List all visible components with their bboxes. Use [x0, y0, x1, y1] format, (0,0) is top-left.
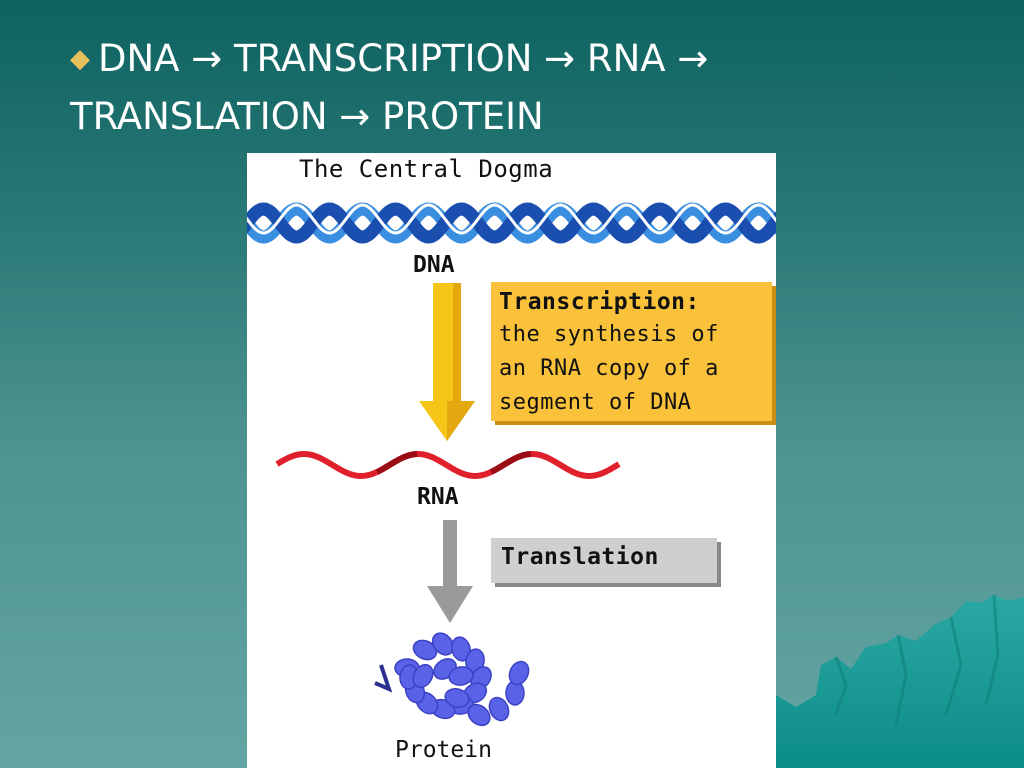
transcription-desc-line-2: an RNA copy of a — [499, 356, 719, 381]
dna-label: DNA — [413, 252, 455, 278]
protein-bead — [451, 636, 471, 662]
diagram-title: The Central Dogma — [299, 155, 554, 183]
protein-bead — [431, 632, 455, 656]
transcription-desc-line-1: the synthesis of — [499, 322, 719, 347]
diagram-graphics — [247, 202, 776, 727]
transcription-desc-line-3: segment of DNA — [499, 390, 692, 415]
transcription-title: Transcription: — [499, 289, 700, 315]
central-dogma-diagram: The Central Dogma DNA T — [247, 153, 776, 768]
rna-label: RNA — [417, 484, 459, 510]
protein-bead — [412, 663, 434, 689]
transcription-arrow-icon — [419, 283, 475, 441]
protein-bead — [412, 639, 438, 661]
protein-bead — [448, 666, 474, 686]
bullet-point: ◆DNA → TRANSCRIPTION → RNA → TRANSLATION… — [70, 30, 870, 145]
dna-double-helix-icon — [247, 202, 776, 244]
rock-decoration-icon — [776, 595, 1024, 768]
protein-bead — [508, 660, 530, 686]
central-dogma-flow-text: DNA → TRANSCRIPTION → RNA → TRANSLATION … — [70, 37, 709, 138]
rna-strand-icon — [275, 451, 621, 480]
diamond-bullet-icon: ◆ — [70, 44, 90, 74]
protein-coil-icon — [374, 632, 530, 727]
protein-bead — [467, 703, 491, 727]
transcription-callout: Transcription: the synthesis of an RNA c… — [491, 282, 772, 421]
translation-callout: Translation — [491, 538, 717, 583]
translation-arrow-icon — [427, 520, 473, 623]
protein-label: Protein — [395, 737, 492, 763]
protein-bead — [444, 688, 470, 708]
protein-bead — [488, 696, 510, 722]
